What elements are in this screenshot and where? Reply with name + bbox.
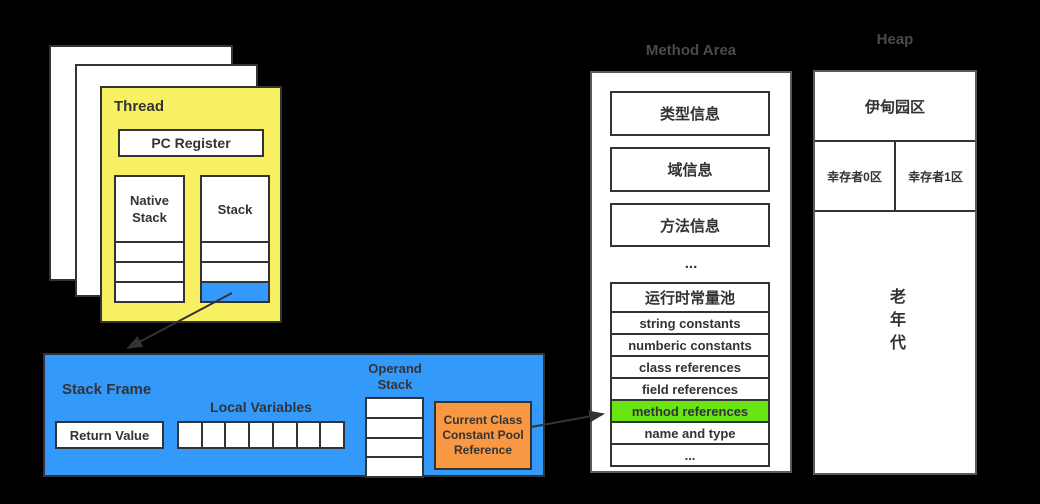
pool-row-method-references: method references [612, 399, 768, 421]
survivor-1-space: 幸存者1区 [908, 169, 963, 184]
native-stack-slot [116, 281, 183, 301]
operand-stack-slot [367, 436, 422, 457]
thread-card: Thread PC Register Native Stack Stack [100, 86, 282, 323]
pool-row-name-and-type: name and type [612, 421, 768, 443]
native-stack-slot [116, 241, 183, 261]
field-info-box: 域信息 [610, 147, 770, 192]
stack-slot [202, 241, 268, 261]
runtime-constant-pool: 运行时常量池 string constants numberic constan… [610, 282, 770, 467]
runtime-constant-pool-header: 运行时常量池 [644, 290, 735, 307]
operand-stack-slot [367, 416, 422, 437]
local-variable-slot [319, 421, 346, 449]
stack-box: Stack [200, 175, 270, 303]
method-info-box: 方法信息 [610, 203, 770, 247]
old-generation-label: 老年代 [887, 288, 904, 357]
method-area-container: 类型信息 域信息 方法信息 ... 运行时常量池 string constant… [590, 71, 792, 473]
native-stack-box: Native Stack [114, 175, 185, 303]
local-variable-slot [177, 421, 203, 449]
operand-stack-label: Operand Stack [368, 361, 422, 392]
method-area-title: Method Area [645, 42, 737, 59]
native-stack-slot [116, 261, 183, 281]
local-variable-slot [224, 421, 251, 449]
local-variable-slot [200, 421, 227, 449]
type-info-box: 类型信息 [610, 91, 770, 136]
pool-row-string-constants: string constants [612, 311, 768, 333]
pool-row-field-references: field references [612, 377, 768, 399]
thread-title: Thread [114, 98, 165, 115]
pool-row-class-references: class references [612, 355, 768, 377]
stack-slot-current-frame [202, 281, 268, 301]
survivor-0-space: 幸存者0区 [815, 142, 896, 210]
constant-pool-reference-box: Current Class Constant Pool Reference [434, 401, 532, 470]
method-area-ellipsis: ... [684, 255, 698, 272]
pc-register-box: PC Register [118, 129, 264, 157]
pool-row-numberic-constants: numberic constants [612, 333, 768, 355]
native-stack-label: Native Stack [129, 193, 170, 225]
old-generation-space: 老年代 [815, 212, 975, 473]
pool-row-ellipsis: ... [612, 443, 768, 465]
local-variable-slot [295, 421, 322, 449]
operand-stack-slot [367, 399, 422, 417]
local-variables-label: Local Variables [210, 399, 312, 415]
heap-container: 伊甸园区 幸存者0区 幸存者1区 老年代 [813, 70, 977, 475]
stack-frame-title: Stack Frame [62, 381, 152, 398]
local-variable-slot [271, 421, 298, 449]
operand-stack-slot [367, 456, 422, 476]
heap-title: Heap [876, 31, 914, 48]
stack-label: Stack [217, 201, 253, 217]
stack-frame-box: Stack Frame Return Value Local Variables… [43, 353, 545, 478]
local-variables-cells [177, 421, 346, 449]
eden-space: 伊甸园区 [815, 72, 975, 142]
local-variable-slot [248, 421, 274, 449]
return-value-box: Return Value [55, 421, 164, 449]
stack-slot [202, 261, 268, 281]
operand-stack-cells [365, 397, 424, 478]
survivor-spaces: 幸存者0区 幸存者1区 [815, 142, 975, 212]
